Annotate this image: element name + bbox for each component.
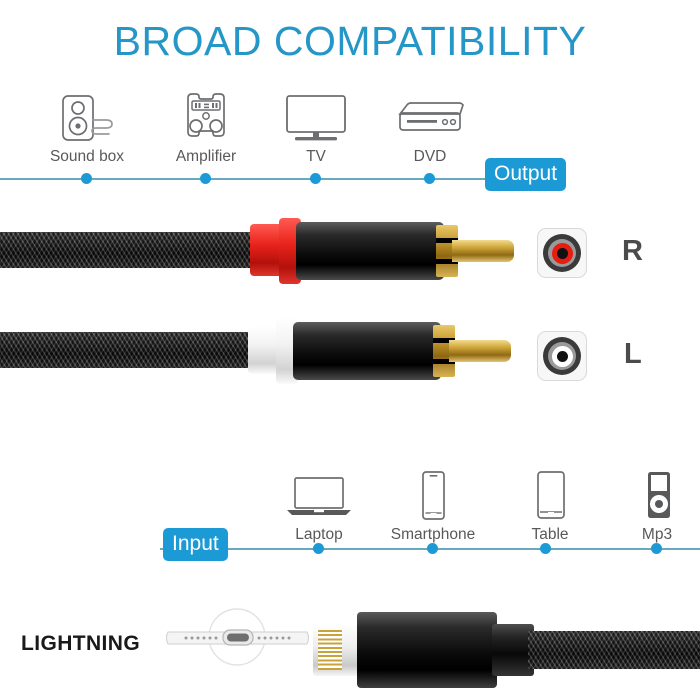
rca-gold-slot-left [433,338,455,343]
input-device-label: Smartphone [390,526,476,543]
rca-gold-pin-left [449,340,511,362]
input-device-label: Mp3 [641,526,673,543]
input-device-laptop: Laptop [259,466,379,544]
input-divider-dot [427,543,438,554]
jack-hole [556,350,568,362]
input-badge: Input [163,528,228,561]
mp3-player-icon [597,466,700,522]
jack-ring-inner [551,242,573,264]
input-device-label: Table [531,526,569,543]
input-device-label: Laptop [295,526,343,543]
output-device-label: Sound box [49,148,125,165]
jack-hole [556,247,568,259]
input-device-mp3: Mp3 [597,466,700,544]
amplifier-icon [146,88,266,144]
rca-gold-slot-right [436,259,458,264]
rca-gold-pin-right [452,240,514,262]
output-divider-dot [200,173,211,184]
output-divider-line [0,178,560,180]
output-divider-dot [81,173,92,184]
input-divider-dot [313,543,324,554]
rca-gold-slot-left [433,359,455,364]
output-device-dvd: DVD [370,88,490,166]
rca-jack-red-icon [537,228,587,278]
lightning-neck [492,624,534,676]
dvd-player-icon [370,88,490,144]
output-device-sound-box: Sound box [27,88,147,166]
channel-letter-left: L [624,338,642,370]
jack-ring-mid [548,342,576,370]
rca-jack-white-icon [537,331,587,381]
channel-letter-right: R [622,235,643,267]
rca-cable-left [0,332,258,368]
output-divider-dot [310,173,321,184]
rca-collar-white-flange [276,318,298,384]
rca-collar-red-flange [279,218,301,284]
input-device-tablet: Table [490,466,610,544]
rca-barrel-left [293,322,441,380]
page-title: BROAD COMPATIBILITY [113,18,587,64]
rca-cable-right [0,232,262,268]
rca-barrel-right [296,222,444,280]
output-device-amplifier: Amplifier [146,88,266,166]
tv-icon [256,88,376,144]
phone-lightning-port-icon [160,608,315,675]
output-device-label: Amplifier [175,148,237,165]
output-badge: Output [485,158,567,191]
lightning-body [357,612,497,688]
laptop-icon [259,466,379,522]
lightning-contacts [318,630,342,670]
tablet-icon [490,466,610,522]
jack-ring-mid [548,239,576,267]
output-device-tv: TV [256,88,376,166]
jack-ring-outer [543,337,581,375]
speaker-icon [27,88,147,144]
output-device-label: TV [306,148,326,165]
smartphone-icon [373,466,493,522]
jack-ring-outer [543,234,581,272]
output-device-label: DVD [413,148,447,165]
jack-ring-inner [551,345,573,367]
lightning-label: LIGHTNING [21,632,141,655]
lightning-cable [528,631,700,669]
input-device-smartphone: Smartphone [373,466,493,544]
input-divider-dot [651,543,662,554]
output-divider-dot [424,173,435,184]
rca-gold-slot-right [436,238,458,243]
input-divider-dot [540,543,551,554]
